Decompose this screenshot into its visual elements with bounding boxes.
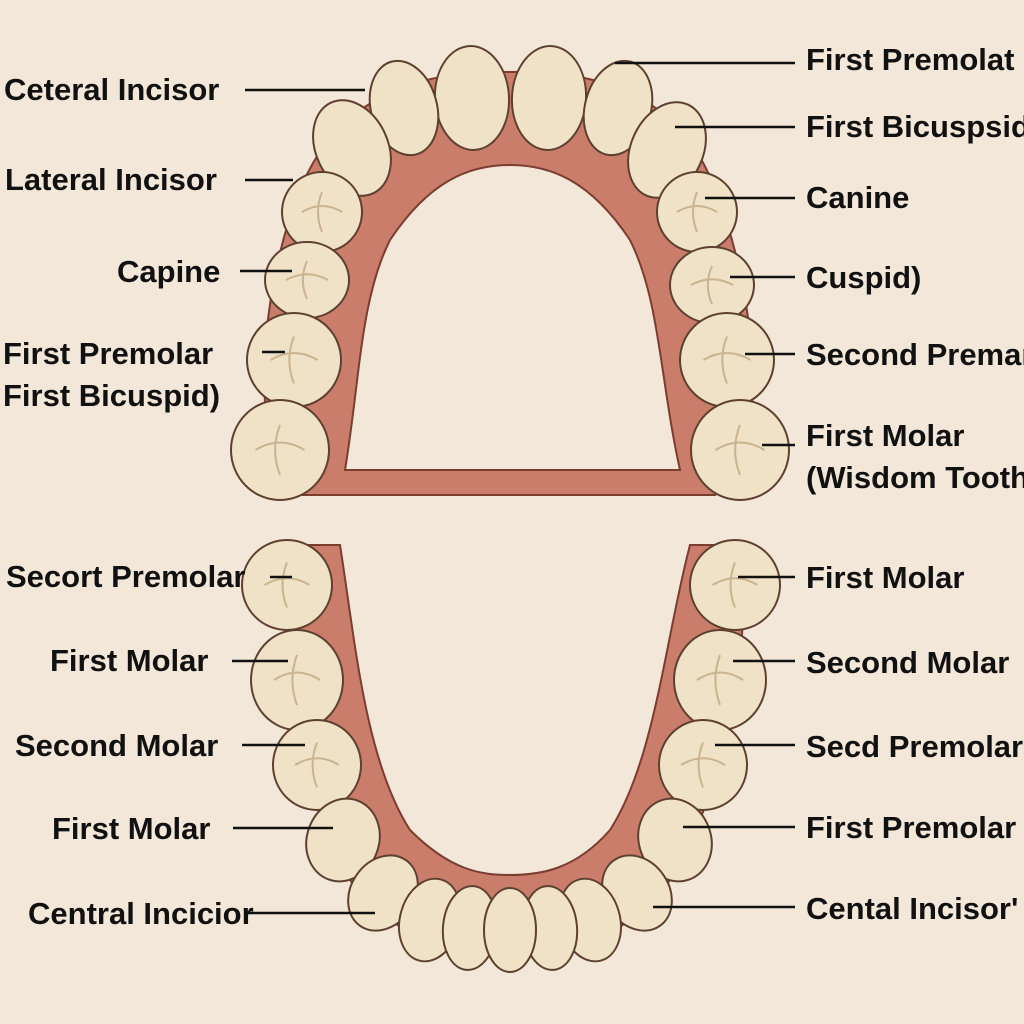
tooth-groove	[714, 424, 766, 476]
upper-left-labels: Ceteral Incisor Lateral Incisor Capine F…	[3, 72, 220, 413]
tooth-groove	[676, 191, 718, 233]
label-lower-right-3: Secd Premolar	[806, 729, 1023, 764]
tooth-groove	[680, 742, 726, 788]
tooth	[312, 99, 392, 197]
tooth	[264, 241, 350, 319]
lower-left-labels: Secort Premolar First Molar Second Molar…	[6, 559, 254, 931]
tooth-groove	[711, 562, 759, 608]
label-upper-right-4: Cuspid)	[806, 260, 921, 295]
label-lower-right-2: Second Molar	[806, 645, 1009, 680]
tooth	[230, 399, 330, 501]
upper-right-labels: First Premolat First Bicuspsid Canine Cu…	[806, 42, 1024, 495]
tooth	[250, 629, 344, 731]
label-upper-right-1: First Premolat	[806, 42, 1014, 77]
tooth-groove	[254, 424, 306, 476]
label-upper-right-3: Canine	[806, 180, 909, 215]
label-lower-right-4: First Premolar	[806, 810, 1016, 845]
tooth	[241, 539, 333, 631]
label-upper-left-2: Lateral Incisor	[5, 162, 217, 197]
tooth	[669, 246, 755, 324]
tooth-groove	[285, 260, 329, 300]
label-upper-left-1: Ceteral Incisor	[4, 72, 219, 107]
tooth-groove	[690, 265, 734, 305]
tooth	[281, 171, 363, 253]
label-upper-right-5: Second Premar	[806, 337, 1024, 372]
label-upper-left-4: First Premolar	[3, 336, 213, 371]
tooth	[689, 539, 781, 631]
label-upper-right-7: (Wisdom Tooth	[806, 460, 1024, 495]
label-lower-right-5: Cental Incisor'	[806, 891, 1018, 926]
teeth-group	[230, 45, 790, 973]
tooth	[673, 629, 767, 731]
tooth-groove	[702, 336, 752, 384]
label-upper-right-2: First Bicuspsid	[806, 109, 1024, 144]
label-lower-left-3: Second Molar	[15, 728, 218, 763]
label-lower-left-5: Central Incicior	[28, 896, 254, 931]
label-upper-right-6: First Molar	[806, 418, 964, 453]
tooth	[679, 312, 775, 408]
leader-lines	[232, 61, 795, 915]
label-upper-left-3: Capine	[117, 254, 220, 289]
lower-right-labels: First Molar Second Molar Secd Premolar F…	[806, 560, 1023, 926]
tooth	[658, 719, 748, 811]
tooth-groove	[269, 336, 319, 384]
label-lower-left-2: First Molar	[50, 643, 208, 678]
label-lower-left-1: Secort Premolar	[6, 559, 246, 594]
tooth	[272, 719, 362, 811]
label-lower-right-1: First Molar	[806, 560, 964, 595]
tooth-groove	[294, 742, 340, 788]
label-lower-left-4: First Molar	[52, 811, 210, 846]
tooth	[246, 312, 342, 408]
tooth	[656, 171, 738, 253]
label-upper-left-5: First Bicuspid)	[3, 378, 220, 413]
tooth-groove	[301, 191, 343, 233]
tooth	[690, 399, 790, 501]
tooth	[483, 887, 537, 973]
tooth-groove	[696, 654, 744, 706]
tooth-groove	[273, 654, 321, 706]
